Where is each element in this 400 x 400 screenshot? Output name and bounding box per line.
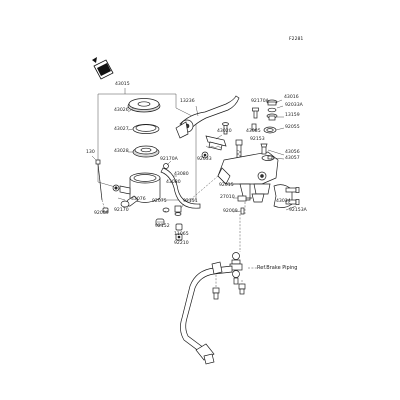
reservoir-tank xyxy=(112,172,161,207)
diagram-ref-number: F2281 xyxy=(289,37,304,42)
master-cylinder-piston xyxy=(205,135,227,151)
label-92152[interactable]: 92152 xyxy=(155,224,170,229)
label-13236[interactable]: 13236 xyxy=(180,99,195,104)
lower-hose-clamp xyxy=(102,200,130,213)
o-ring xyxy=(263,126,277,134)
label-43016[interactable]: 43016 xyxy=(284,95,299,100)
label-92055[interactable]: 92055 xyxy=(285,125,300,130)
label-92033[interactable]: 92033 xyxy=(197,157,212,162)
switch-screw xyxy=(252,107,259,119)
switch-pin xyxy=(251,123,257,131)
diaphragm xyxy=(132,145,160,158)
reservoir-cap xyxy=(127,98,161,113)
master-cylinder-body xyxy=(217,151,279,203)
label-92151[interactable]: 92151 xyxy=(183,199,198,204)
clamp-washer xyxy=(162,207,170,213)
label-92153[interactable]: 92153 xyxy=(250,137,265,142)
label-43020[interactable]: 43020 xyxy=(217,129,232,134)
label-92075[interactable]: 92075 xyxy=(152,199,167,204)
label-130[interactable]: 130 xyxy=(86,150,95,155)
label-92170a-right[interactable]: 92170A xyxy=(251,99,269,104)
label-92009-b[interactable]: 92009 xyxy=(223,209,238,214)
lever-pivot-bolt xyxy=(222,122,229,135)
label-92170a[interactable]: 92170A xyxy=(160,157,178,162)
label-43085[interactable]: 43085 xyxy=(246,129,261,134)
brake-lever xyxy=(175,95,240,139)
label-43027[interactable]: 43027 xyxy=(114,127,129,132)
label-92033a[interactable]: 92033A xyxy=(285,103,303,108)
brake-light-switch xyxy=(237,195,252,202)
grommet xyxy=(175,223,183,231)
brake-hose xyxy=(180,252,246,365)
label-92015[interactable]: 92015 xyxy=(219,183,234,188)
retainer-nut xyxy=(175,233,183,241)
right-cap-assembly xyxy=(266,99,278,121)
hose-fitting xyxy=(174,205,182,216)
label-43080-b[interactable]: 43080 xyxy=(166,180,181,185)
label-43028[interactable]: 43028 xyxy=(114,149,129,154)
small-seal xyxy=(201,151,209,159)
reservoir-group-outline xyxy=(97,93,197,201)
front-arrow-icon xyxy=(92,57,114,80)
mount-bolt xyxy=(95,159,103,201)
ref-brake-piping-label[interactable]: Ref.Brake Piping xyxy=(257,265,298,271)
reservoir-hose xyxy=(160,167,201,209)
label-43080[interactable]: 43080 xyxy=(174,172,189,177)
label-43076[interactable]: 43076 xyxy=(131,197,146,202)
label-43057[interactable]: 43057 xyxy=(285,156,300,161)
switch-mount-screw xyxy=(240,207,245,215)
label-13159[interactable]: 13159 xyxy=(285,113,300,118)
handlebar-clamp xyxy=(273,184,300,208)
bleeder-valve xyxy=(260,143,273,160)
label-27010[interactable]: 27010 xyxy=(220,195,235,200)
label-43026[interactable]: 43026 xyxy=(114,108,129,113)
label-43015[interactable]: 43015 xyxy=(115,82,130,87)
diaphragm-plate xyxy=(132,124,160,134)
label-11065[interactable]: 11065 xyxy=(174,232,189,237)
label-92210[interactable]: 92210 xyxy=(174,241,189,246)
label-92009[interactable]: 92009 xyxy=(94,211,109,216)
label-92153a[interactable]: 92153A xyxy=(289,208,307,213)
label-92170[interactable]: 92170 xyxy=(114,208,129,213)
label-43056[interactable]: 43056 xyxy=(285,150,300,155)
label-43034[interactable]: 43034 xyxy=(276,199,291,204)
